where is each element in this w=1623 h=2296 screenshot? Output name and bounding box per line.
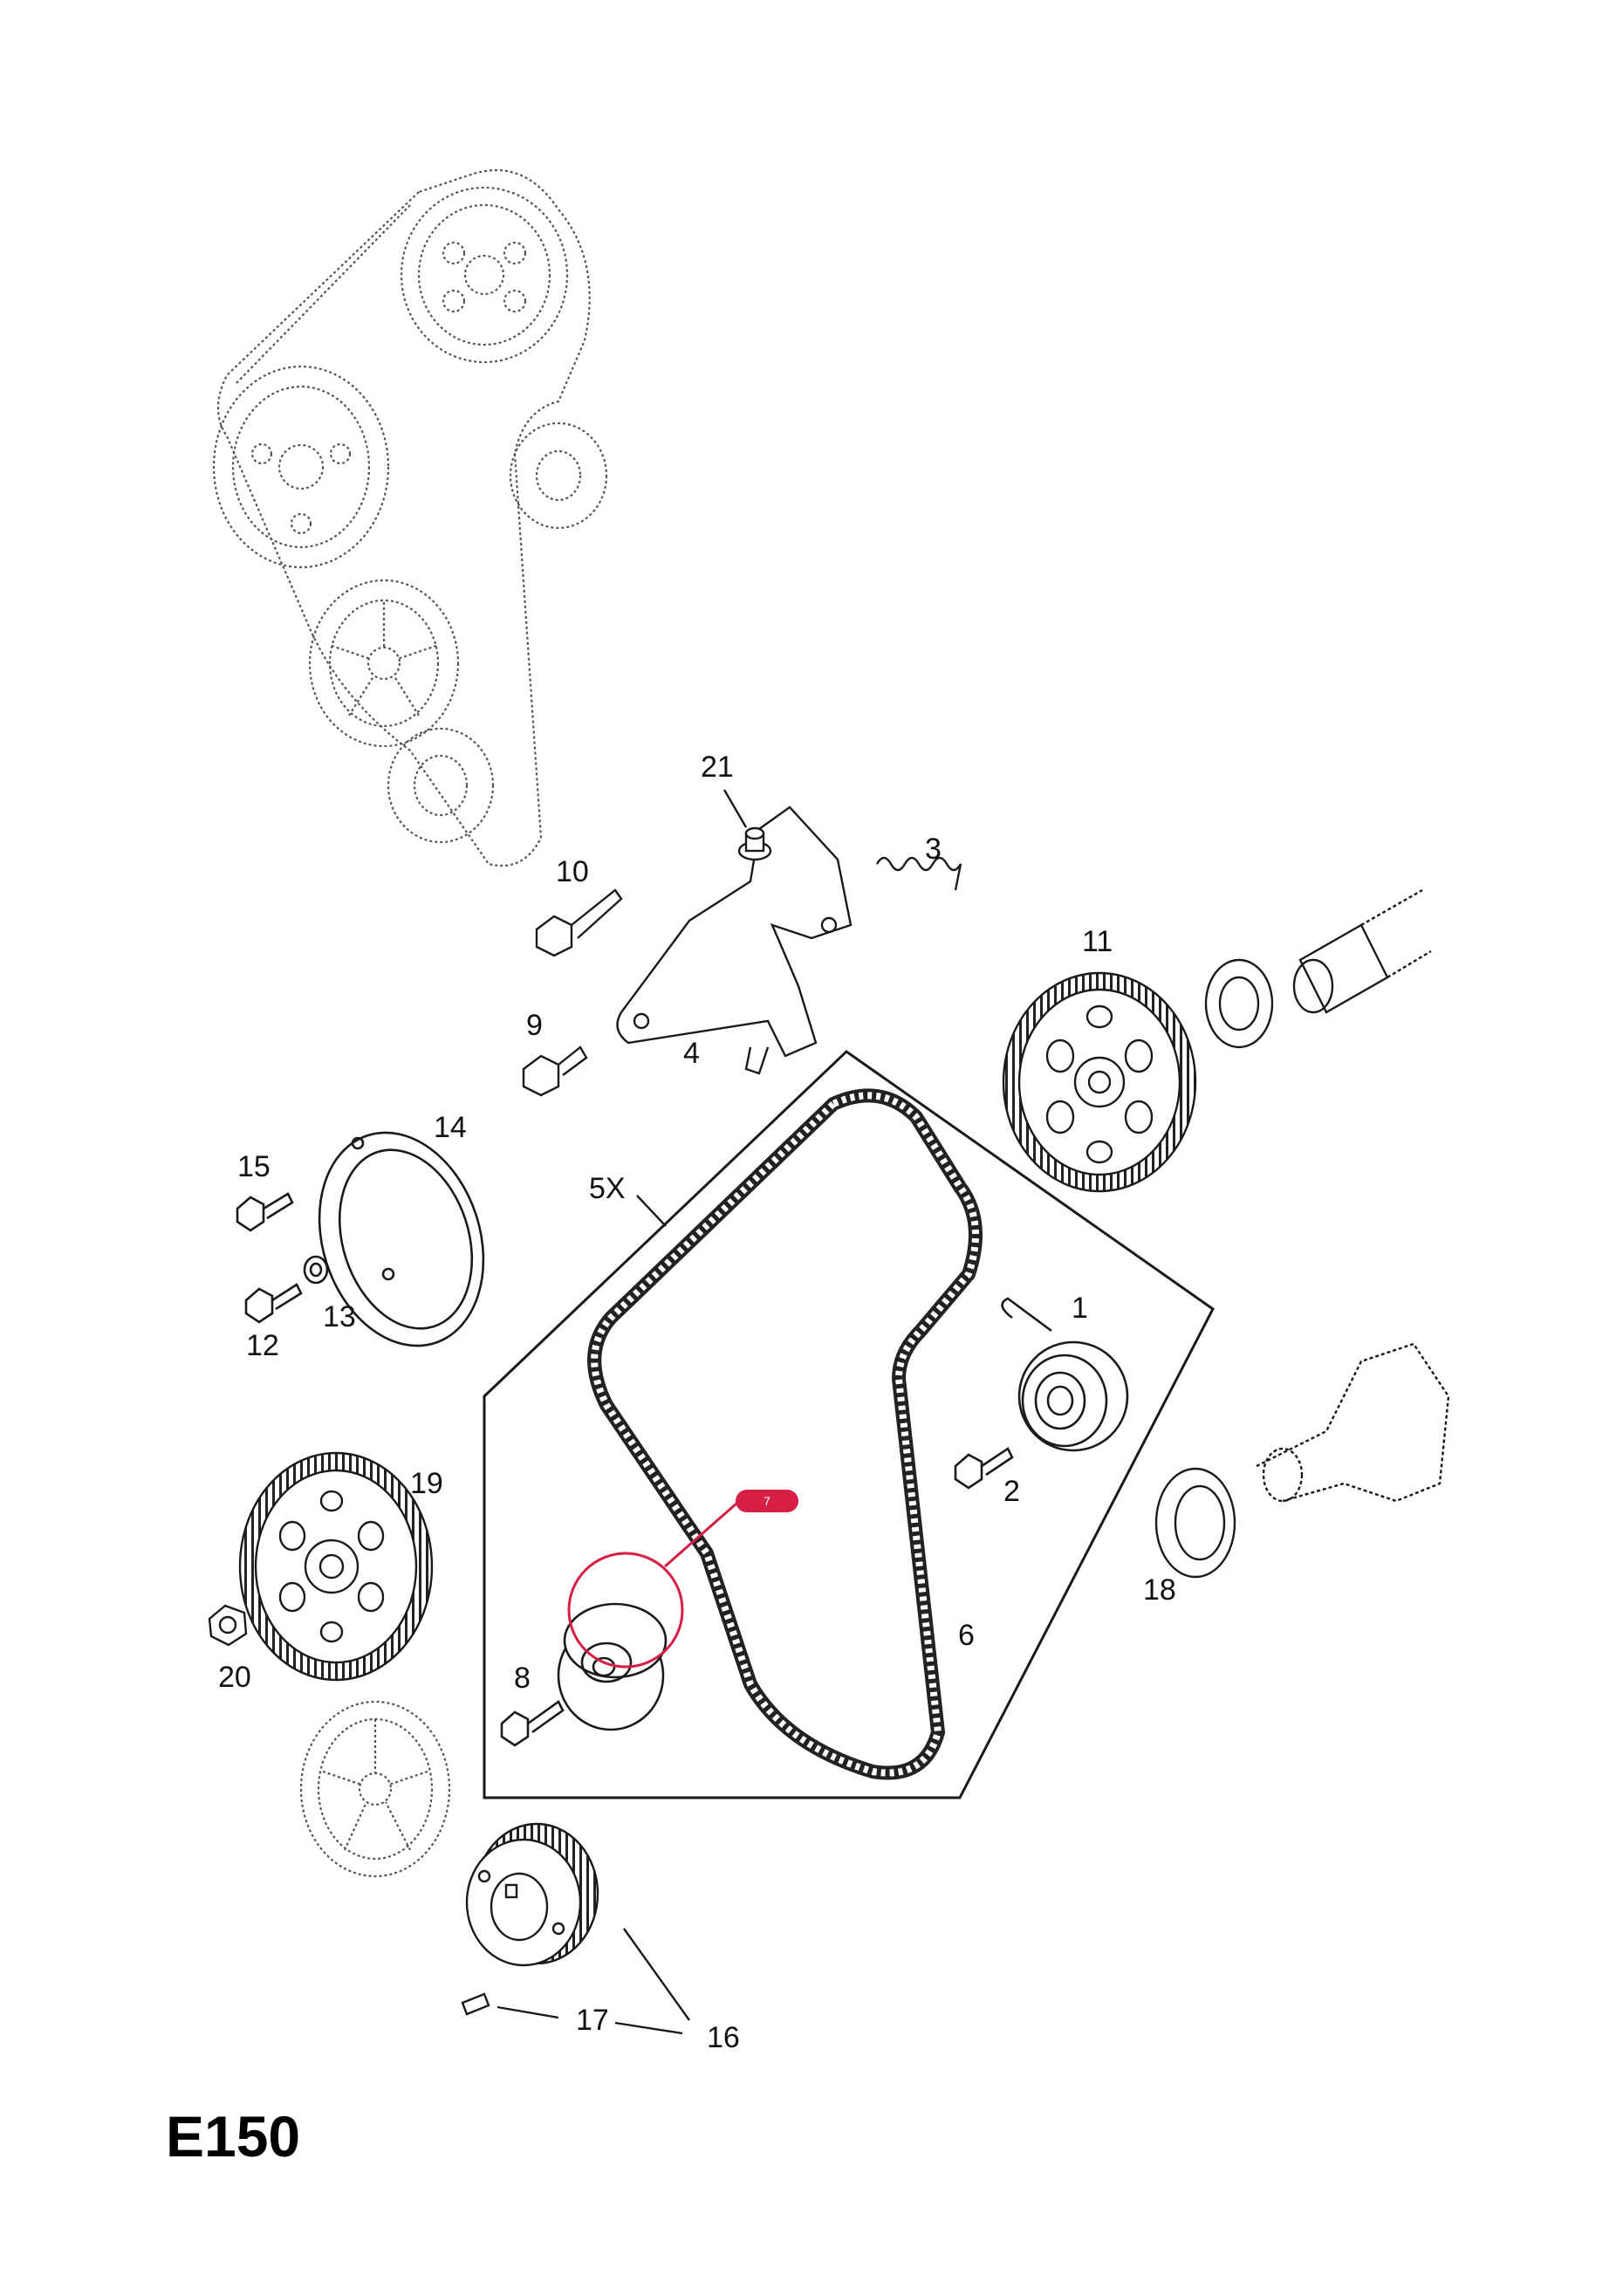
bracket-assembly [522, 805, 962, 1097]
reference-engine-assembly [212, 168, 608, 867]
callout-1[interactable]: 1 [1072, 1292, 1088, 1325]
callout-21[interactable]: 21 [701, 750, 734, 784]
hotspot-indicator [567, 1501, 738, 1669]
callout-20[interactable]: 20 [218, 1661, 251, 1694]
callout-10[interactable]: 10 [556, 855, 589, 888]
callout-11[interactable]: 11 [1082, 925, 1113, 958]
callout-19[interactable]: 19 [410, 1467, 443, 1500]
camshaft-sprocket-11 [1002, 888, 1432, 1193]
callout-4[interactable]: 4 [683, 1037, 700, 1070]
callout-17[interactable]: 17 [576, 2004, 609, 2037]
cover-plate-14 [236, 1131, 485, 1347]
callout-15[interactable]: 15 [237, 1150, 270, 1183]
callout-18[interactable]: 18 [1143, 1573, 1176, 1607]
timing-belt-6 [587, 1088, 983, 1780]
tensioner-pulley-1 [954, 1297, 1129, 1490]
crankshaft-sprocket-16 [299, 1700, 599, 2016]
callout-2[interactable]: 2 [1003, 1475, 1020, 1508]
timing-belt-kit-5x [483, 1050, 1215, 1799]
callout-16[interactable]: 16 [707, 2021, 740, 2054]
camshaft-sprocket-19 [208, 1451, 434, 1682]
callout-12[interactable]: 12 [246, 1329, 279, 1362]
callout-14[interactable]: 14 [434, 1111, 467, 1144]
callout-3[interactable]: 3 [925, 833, 942, 866]
crankshaft-seal-18 [1154, 1342, 1450, 1579]
leader-lines [496, 789, 748, 2035]
diagram-code: E150 [166, 2104, 301, 2169]
callout-9[interactable]: 9 [526, 1009, 543, 1042]
callout-8[interactable]: 8 [514, 1662, 531, 1695]
callout-5x[interactable]: 5X [589, 1172, 626, 1205]
callout-6[interactable]: 6 [958, 1619, 975, 1652]
callout-13[interactable]: 13 [323, 1300, 356, 1333]
part-7-hotspot-badge[interactable]: 7 [736, 1490, 798, 1512]
